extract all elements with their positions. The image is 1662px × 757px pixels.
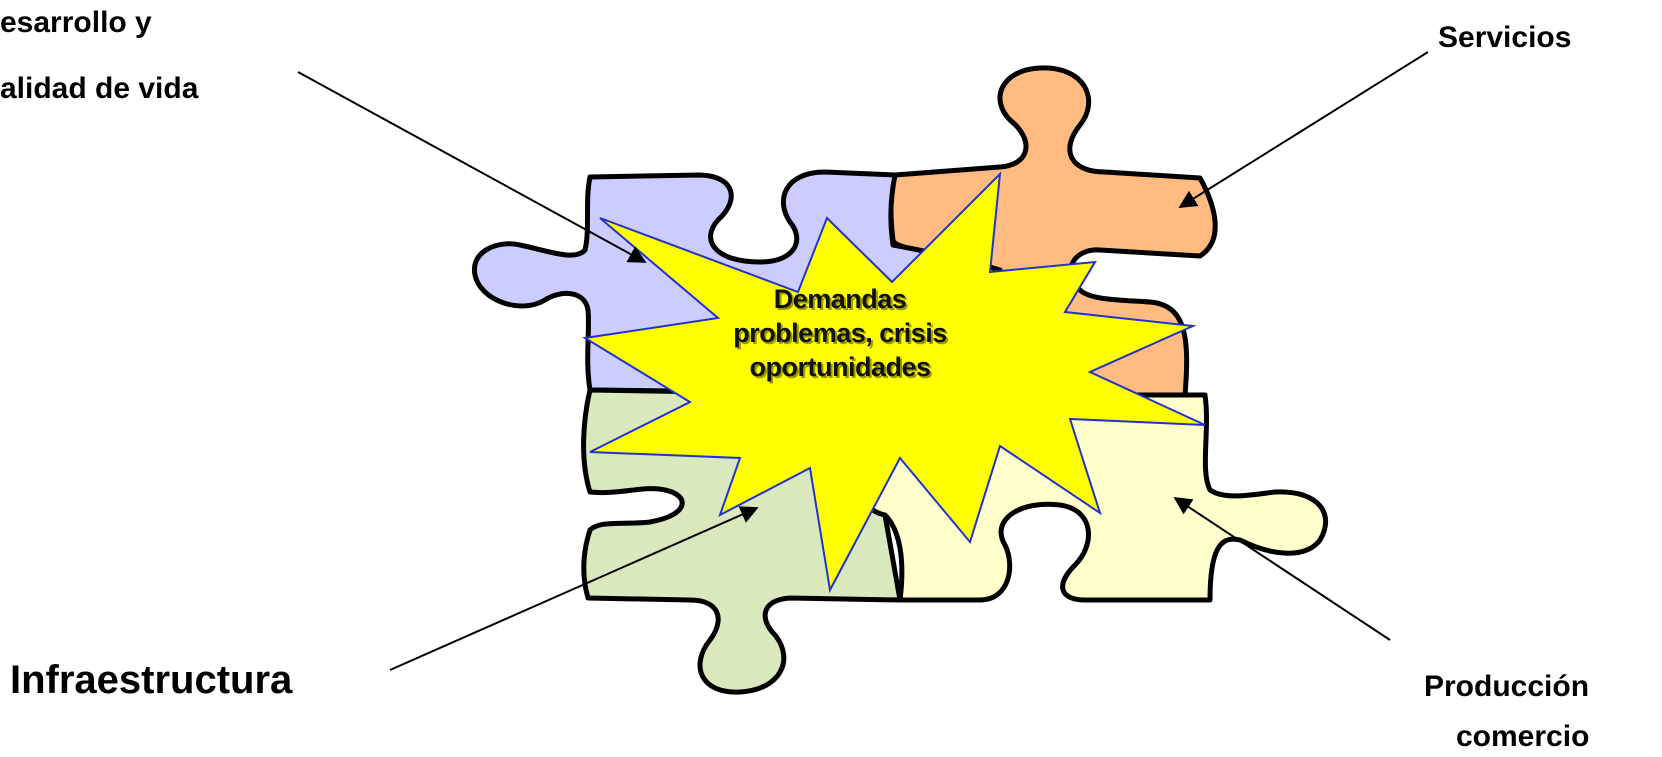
center-text: Demandas problemas, crisis oportunidades	[700, 282, 980, 384]
label-produccion-line1: Producción	[1424, 670, 1590, 703]
label-infraestructura: Infraestructura	[10, 658, 293, 702]
arrow-servicios	[1178, 51, 1429, 208]
label-desarrollo-line2: alidad de vida	[0, 72, 199, 105]
center-text-line1: Demandas	[773, 284, 907, 314]
label-servicios: Servicios	[1438, 21, 1572, 54]
arrow-desarrollo	[297, 71, 647, 263]
arrow-produccion	[1173, 497, 1391, 641]
center-text-line2: problemas, crisis	[733, 318, 947, 348]
starburst	[582, 171, 1206, 594]
arrow-infraestructura	[389, 506, 759, 671]
center-text-line3: oportunidades	[749, 352, 932, 382]
label-produccion-line2: comercio	[1456, 720, 1590, 753]
label-desarrollo-line1: esarrollo y	[0, 6, 152, 39]
